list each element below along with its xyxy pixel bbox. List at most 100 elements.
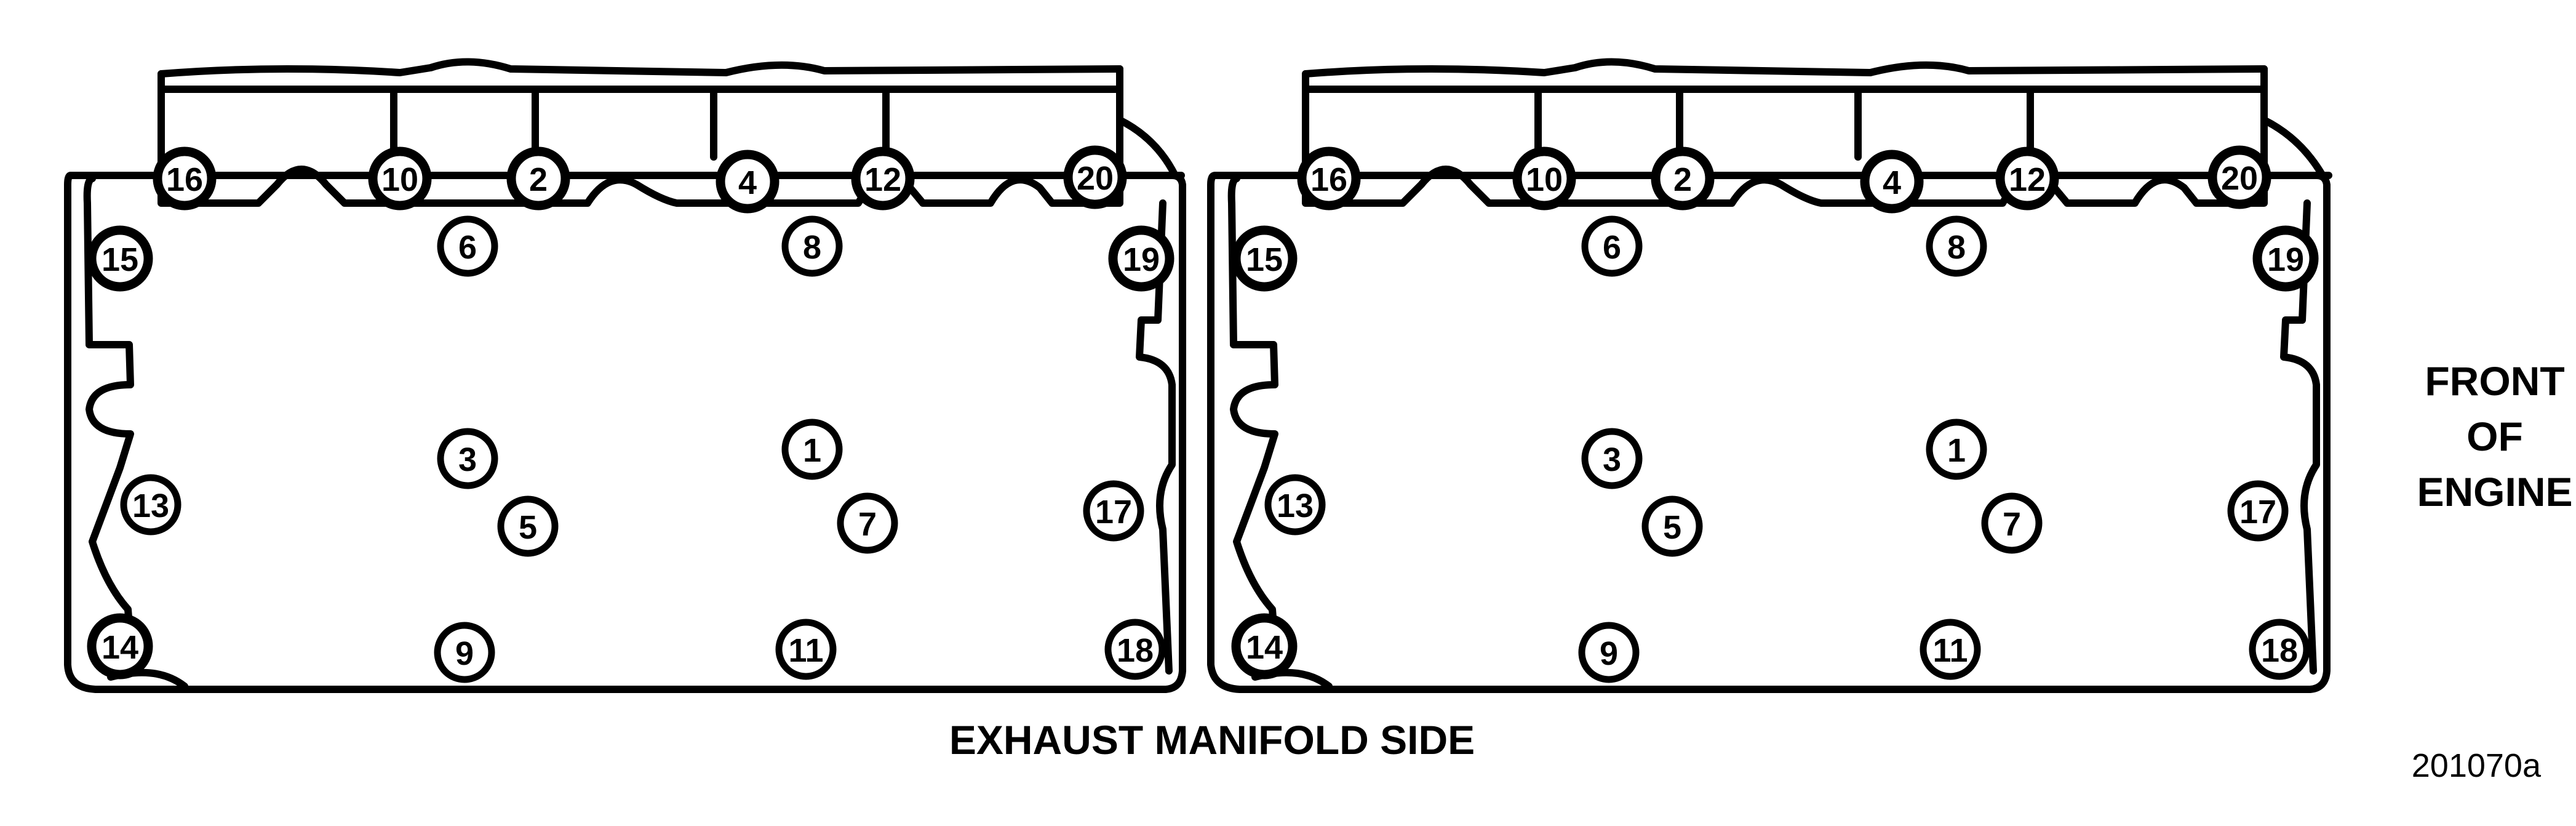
bolt-number: 5	[519, 509, 537, 546]
bolt-number: 9	[455, 635, 474, 672]
bolt-ring	[1231, 613, 1298, 680]
head-bolt-13: 13	[120, 474, 181, 535]
bolt-number: 2	[1673, 161, 1692, 198]
bolt-ring	[1981, 492, 2043, 554]
head-bolt-7: 7	[1981, 492, 2043, 554]
head-top-rail	[1302, 58, 2268, 78]
bolt-number: 3	[458, 441, 477, 478]
head-bolt-10: 10	[1512, 146, 1576, 211]
bolt-number: 6	[458, 229, 477, 266]
head-top-edge	[158, 65, 1123, 165]
head-bolt-3: 3	[437, 428, 498, 489]
bolt-number: 18	[1117, 632, 1154, 669]
head-bolt-18: 18	[1104, 619, 1166, 680]
head-bolt-20: 20	[2207, 145, 2271, 209]
bolt-ring	[837, 492, 898, 554]
head-bolt-2: 2	[1651, 146, 1715, 211]
head-bolt-12: 12	[851, 146, 915, 211]
head-bolt-8: 8	[1926, 215, 1987, 277]
head-top-edge	[1302, 65, 2268, 165]
bolt-number: 2	[529, 161, 548, 198]
bolt-number: 9	[1600, 635, 1618, 672]
bolt-number: 13	[132, 487, 169, 524]
bolt-ring	[775, 619, 837, 680]
bolt-ring	[1231, 225, 1298, 292]
head-bolt-11: 11	[1920, 619, 1981, 680]
bolt-number: 8	[1947, 229, 1966, 266]
head-bolt-1: 1	[781, 419, 843, 480]
cylinder-head-right	[1207, 58, 2332, 693]
bolt-ring	[1264, 474, 1326, 535]
bolt-number: 16	[1310, 161, 1347, 198]
bolt-ring	[1108, 225, 1174, 292]
front-of-engine-label-line-2: OF	[2466, 414, 2523, 459]
bolt-ring	[1297, 146, 1361, 211]
head-bolt-12: 12	[1995, 146, 2059, 211]
bolt-number: 7	[2003, 506, 2021, 543]
bolt-number: 20	[1077, 160, 1114, 197]
head-bolt-5: 5	[497, 495, 559, 557]
head-bolt-20: 20	[1063, 145, 1127, 209]
bolt-number: 18	[2261, 632, 2298, 669]
head-scalloped-edge	[67, 116, 1185, 179]
bolt-ring	[1926, 215, 1987, 277]
bolt-ring	[120, 474, 181, 535]
bolt-ring	[87, 225, 153, 292]
head-bolt-1: 1	[1926, 419, 1987, 480]
bolt-ring	[1920, 619, 1981, 680]
bolt-ring	[1641, 495, 1703, 557]
bolt-number: 15	[1246, 241, 1283, 278]
bolt-number: 4	[738, 164, 757, 201]
bolt-ring	[781, 419, 843, 480]
bolt-ring	[497, 495, 559, 557]
head-bolt-3: 3	[1581, 428, 1643, 489]
bolt-ring	[1581, 428, 1643, 489]
head-bolt-9: 9	[434, 622, 495, 683]
head-bolt-4: 4	[1860, 150, 1924, 214]
head-bolt-6: 6	[437, 215, 498, 277]
bolt-number: 11	[1932, 632, 1968, 669]
bolt-number: 13	[1277, 487, 1314, 524]
bolt-ring	[153, 146, 217, 211]
bolt-number: 17	[1095, 494, 1132, 531]
bolt-number: 15	[102, 241, 138, 278]
head-scalloped-edge	[1211, 116, 2332, 179]
head-body	[64, 172, 1186, 693]
front-of-engine-label-line-3: ENGINE	[2417, 469, 2572, 515]
bolt-ring	[1926, 419, 1987, 480]
bolt-number: 10	[1526, 161, 1563, 198]
head-bolt-15: 15	[87, 225, 153, 292]
bolt-ring	[781, 215, 843, 277]
head-bolt-8: 8	[781, 215, 843, 277]
head-bolt-14: 14	[87, 613, 153, 680]
bolt-number: 4	[1883, 164, 1901, 201]
bolt-ring	[851, 146, 915, 211]
bolt-ring	[1860, 150, 1924, 214]
bolt-number: 1	[1947, 432, 1966, 469]
bolt-ring	[1995, 146, 2059, 211]
bolt-number: 17	[2239, 494, 2276, 531]
bolt-number: 11	[788, 632, 823, 669]
head-bolt-14: 14	[1231, 613, 1298, 680]
bolt-ring	[2252, 225, 2319, 292]
bolt-ring	[434, 622, 495, 683]
head-top-rail	[158, 58, 1123, 78]
head-bolt-13: 13	[1264, 474, 1326, 535]
front-of-engine-label-line-1: FRONT	[2425, 358, 2564, 404]
bolt-ring	[1104, 619, 1166, 680]
bolt-ring	[2227, 480, 2289, 542]
head-top-scallops	[158, 86, 1123, 207]
figure-id-label: 201070a	[2412, 747, 2542, 784]
head-bolt-19: 19	[1108, 225, 1174, 292]
head-bolt-16: 16	[153, 146, 217, 211]
bolt-ring	[716, 150, 780, 214]
bolt-ring	[506, 146, 570, 211]
bolt-number: 14	[102, 629, 138, 666]
head-inner-contour	[1227, 175, 2320, 690]
head-top-scallops	[1302, 86, 2268, 207]
bolt-number: 8	[803, 229, 821, 266]
head-bolt-17: 17	[1083, 480, 1144, 542]
bolt-ring	[87, 613, 153, 680]
